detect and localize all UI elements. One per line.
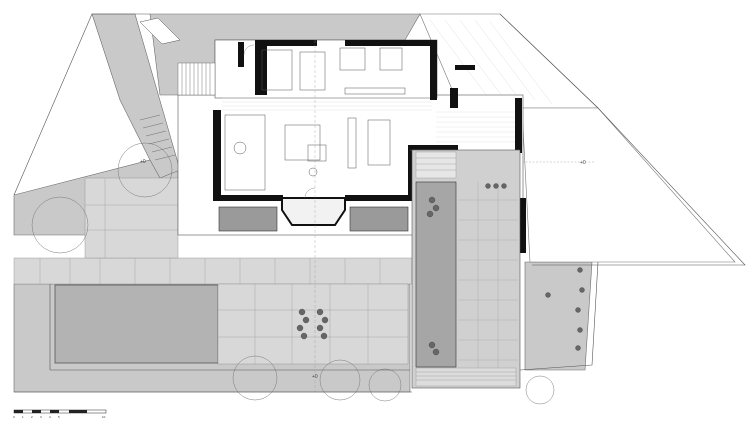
scale-bar: 0 1 2 3 4 5 10 xyxy=(13,409,107,419)
level-mark-deck: +0 xyxy=(580,160,586,166)
planter-east xyxy=(349,206,409,232)
deck-hatching xyxy=(429,19,553,105)
shrub-cluster-icon xyxy=(296,183,585,356)
north-wing-slab xyxy=(214,39,438,99)
floor-hatch xyxy=(222,97,515,143)
entrance-stair xyxy=(177,62,216,96)
north-step xyxy=(139,17,181,45)
east-deck xyxy=(419,13,736,263)
scale-label-10: 10 xyxy=(102,415,106,419)
level-mark-terrace: +0 xyxy=(312,374,318,380)
planter-west xyxy=(218,206,278,232)
east-pool xyxy=(415,181,457,368)
scale-label-1: 1 xyxy=(22,415,24,419)
site-boundary xyxy=(13,13,599,393)
paving-band xyxy=(13,177,419,365)
lawn-pool xyxy=(54,284,219,364)
terrace-grid xyxy=(458,182,518,368)
level-mark-garden: +0 xyxy=(140,159,146,165)
terrace-deck-north xyxy=(415,151,457,179)
scale-label-2: 2 xyxy=(31,415,33,419)
tree-canopy-icon xyxy=(31,142,555,405)
scale-label-3: 3 xyxy=(40,415,42,419)
deck-outline-outer xyxy=(499,13,746,266)
scale-label-0: 0 xyxy=(13,415,15,419)
scale-label-4: 4 xyxy=(49,415,51,419)
east-garden xyxy=(524,261,593,371)
scale-label-5: 5 xyxy=(58,415,60,419)
terrace-deck-south xyxy=(415,367,517,387)
paving-joints xyxy=(39,178,408,364)
bay-window xyxy=(281,197,346,226)
garden-stair xyxy=(139,114,176,161)
